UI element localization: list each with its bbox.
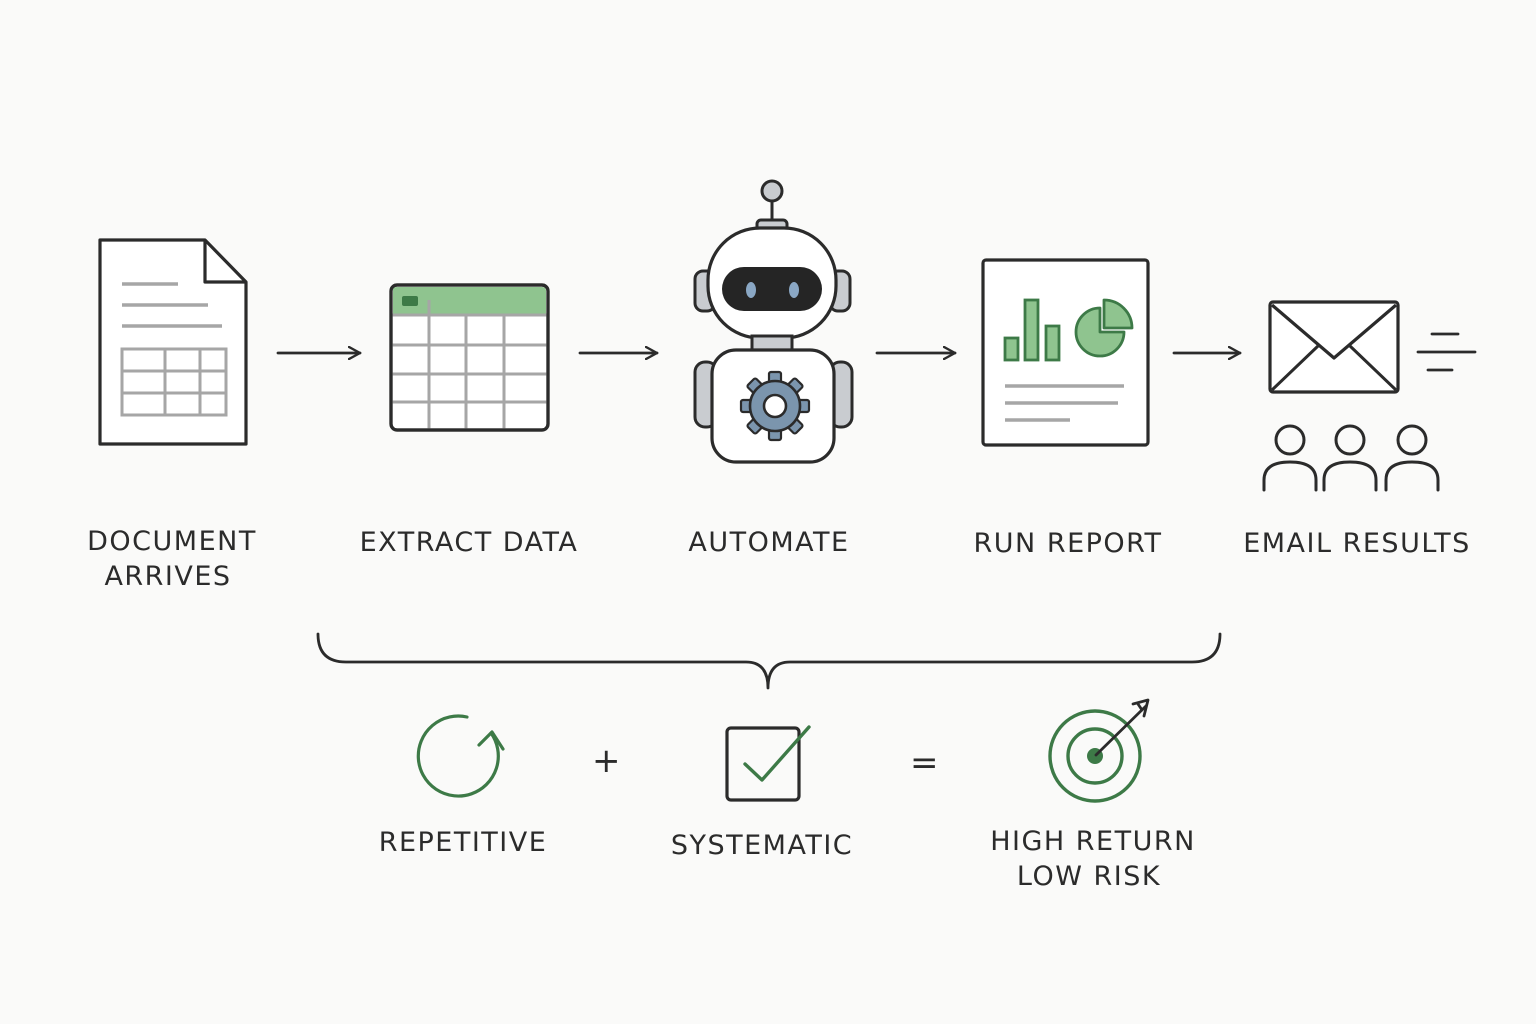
step-label-extract: EXTRACT DATA bbox=[360, 527, 579, 558]
refresh-icon bbox=[416, 714, 505, 798]
pie-chart-icon bbox=[1074, 298, 1134, 358]
equation-equals: = bbox=[910, 743, 940, 783]
email-recipients-icon bbox=[1262, 300, 1477, 492]
robot-icon bbox=[693, 179, 854, 464]
report-icon bbox=[981, 258, 1150, 447]
envelope-icon bbox=[1268, 300, 1400, 394]
equation-plus: + bbox=[592, 741, 622, 781]
gear-icon bbox=[739, 370, 811, 442]
step-label-email: EMAIL RESULTS bbox=[1243, 528, 1471, 559]
step-label-document-line2: ARRIVES bbox=[104, 561, 231, 592]
grouping-brace bbox=[316, 632, 1222, 690]
target-icon bbox=[1048, 698, 1150, 803]
term-label-systematic: SYSTEMATIC bbox=[671, 830, 853, 861]
document-icon bbox=[98, 238, 248, 446]
step-label-automate: AUTOMATE bbox=[688, 527, 849, 558]
step-label-document-line1: DOCUMENT bbox=[87, 526, 257, 557]
term-label-outcome-line2: LOW RISK bbox=[1017, 861, 1161, 892]
spreadsheet-icon bbox=[389, 283, 550, 432]
arrow-icon bbox=[1094, 698, 1150, 757]
bar-chart-icon bbox=[1003, 298, 1061, 362]
term-label-repetitive: REPETITIVE bbox=[379, 827, 548, 858]
step-label-report: RUN REPORT bbox=[974, 528, 1163, 559]
checkbox-icon bbox=[725, 725, 811, 802]
speed-lines-icon bbox=[1416, 332, 1477, 372]
term-label-outcome-line1: HIGH RETURN bbox=[990, 826, 1196, 857]
people-icon bbox=[1262, 424, 1440, 492]
